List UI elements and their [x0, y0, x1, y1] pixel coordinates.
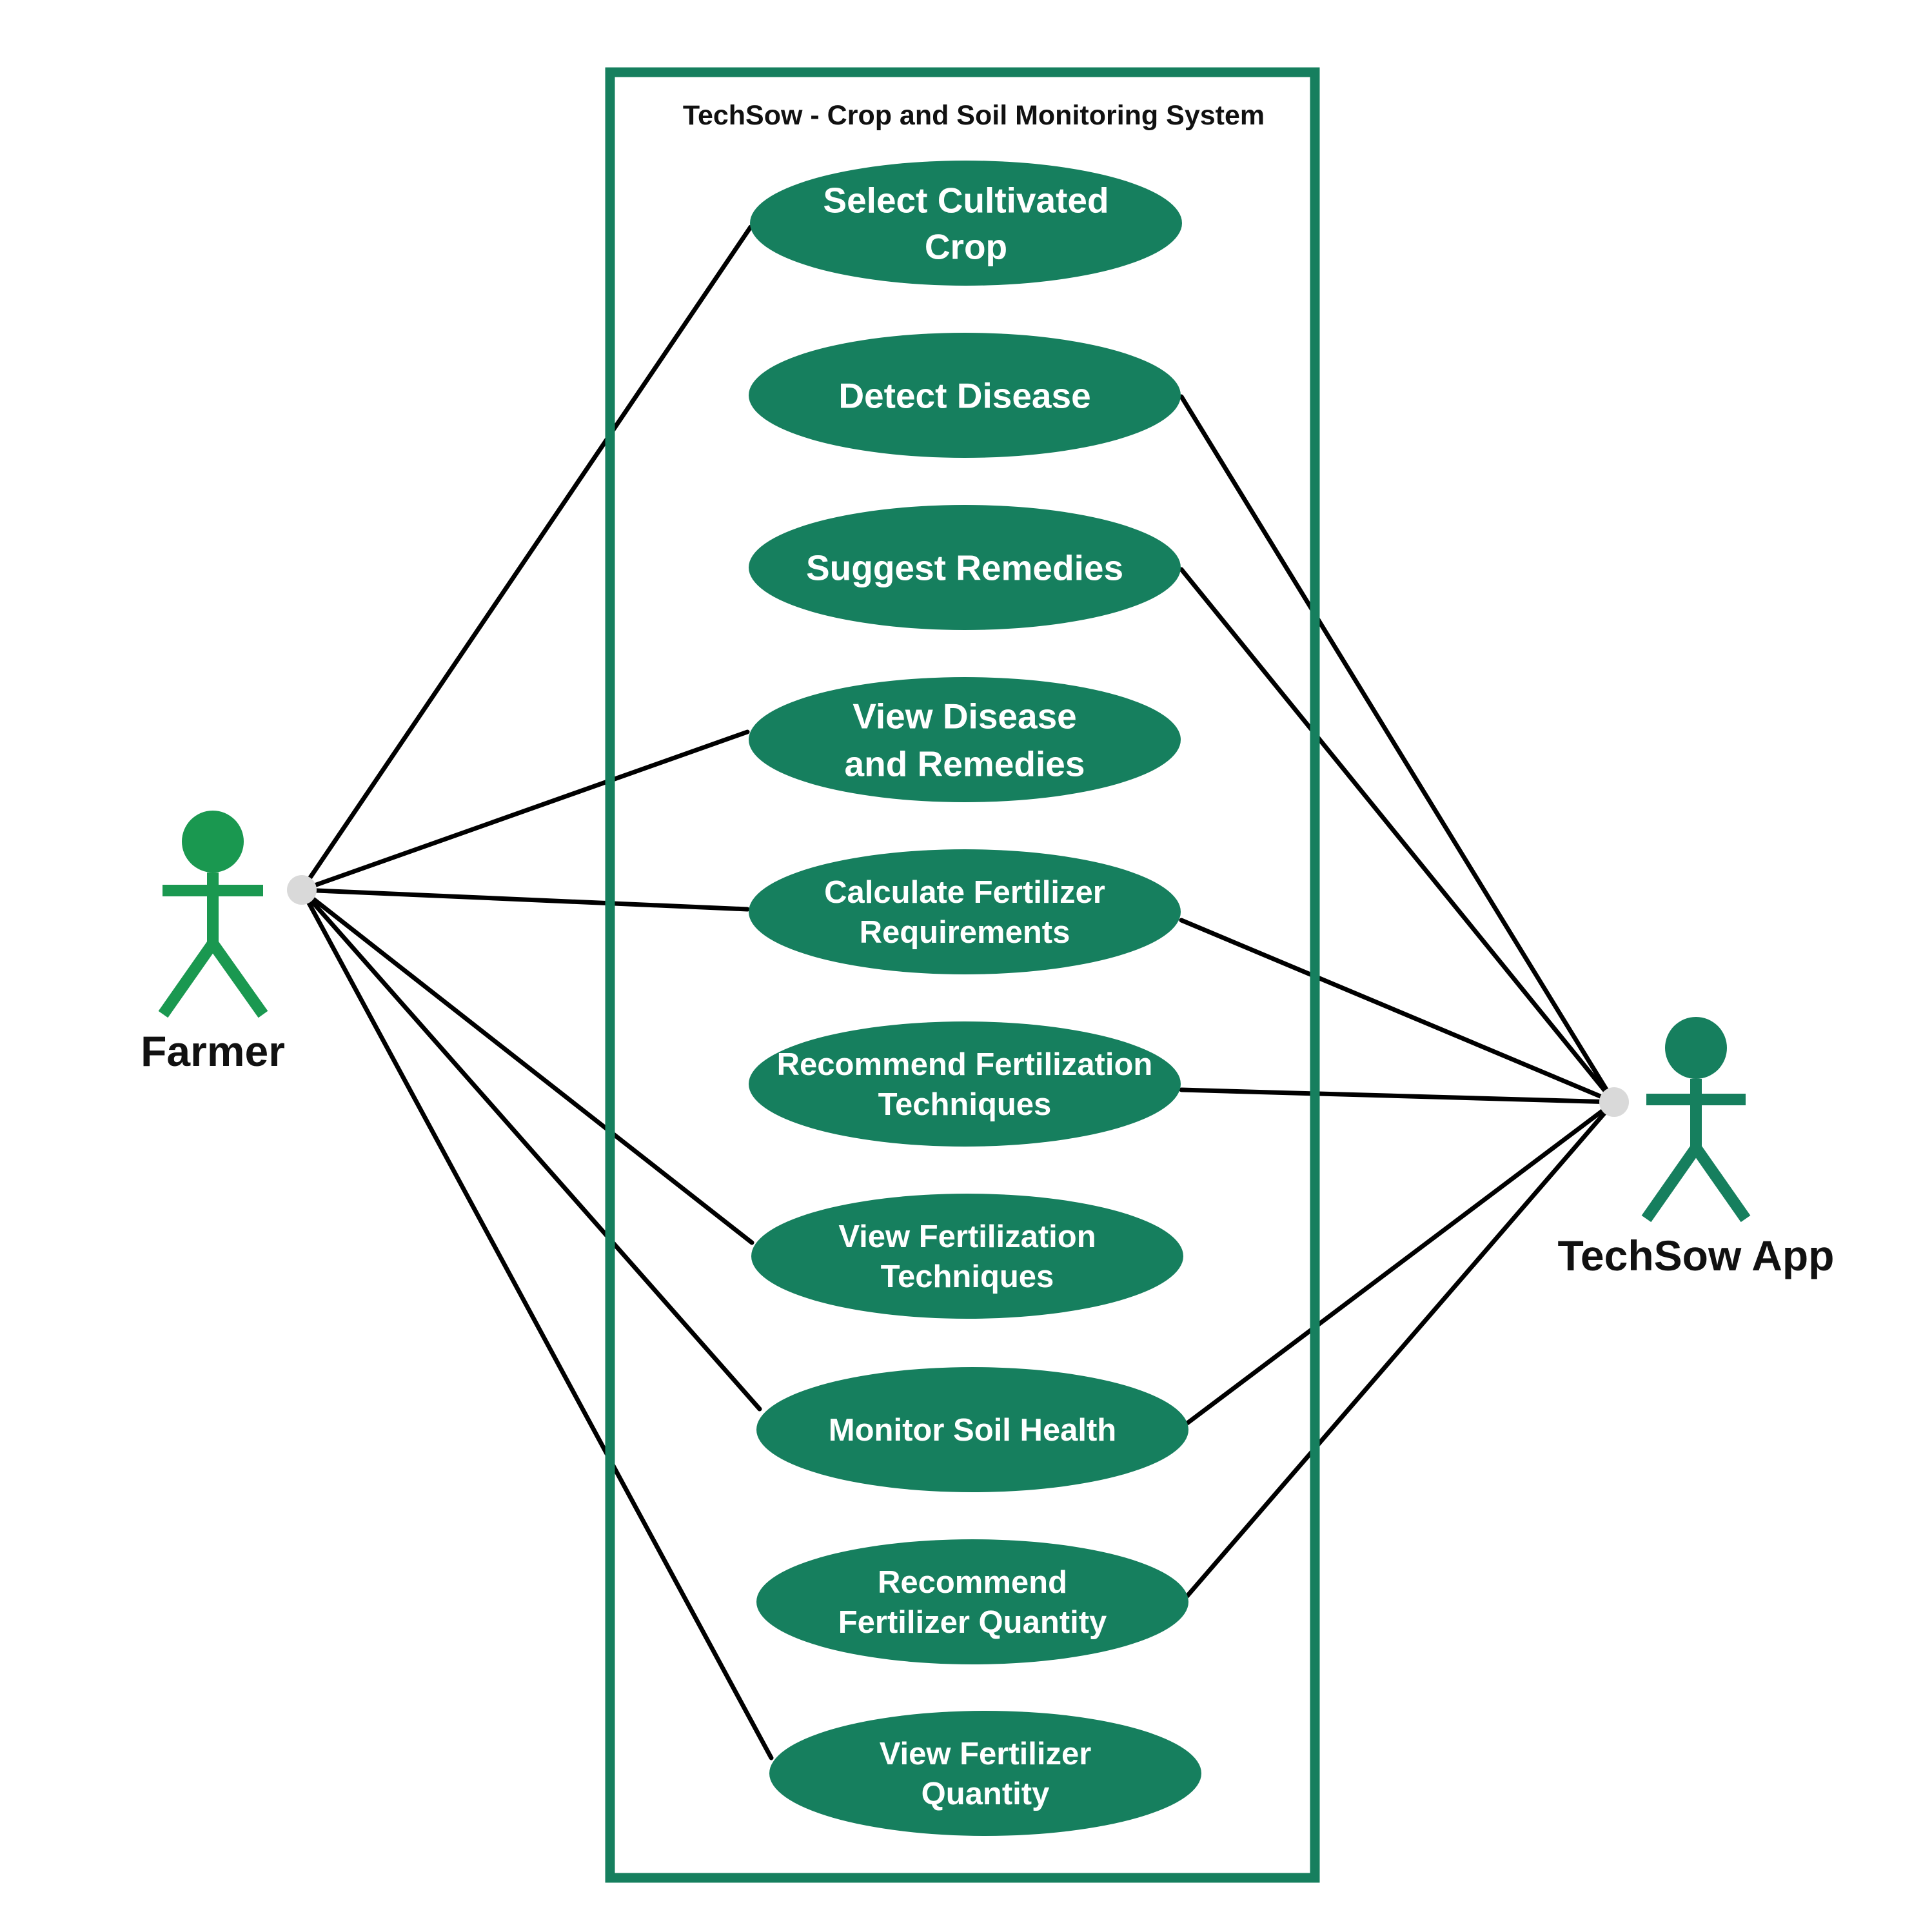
use-case-label: View Disease — [853, 696, 1077, 736]
use-case-label: Crop — [925, 226, 1007, 266]
use-case-label: View Fertilization — [838, 1219, 1096, 1254]
use-case-ellipse — [749, 1021, 1181, 1147]
use-case-view-disease-and-remedies[interactable]: View Disease and Remedies — [749, 677, 1181, 802]
farmer-actor[interactable]: Farmer — [141, 811, 285, 1075]
farmer-stick-figure-icon — [158, 811, 268, 1018]
use-case-label: Requirements — [860, 915, 1070, 950]
farmer-label: Farmer — [141, 1027, 285, 1075]
use-case-ellipse — [751, 1194, 1183, 1319]
use-case-detect-disease[interactable]: Detect Disease — [749, 333, 1181, 458]
use-case-label: Techniques — [878, 1087, 1052, 1122]
system-boundary — [605, 67, 1320, 1883]
techsow-app-actor[interactable]: TechSow App — [1558, 1017, 1835, 1279]
use-case-ellipse — [749, 849, 1181, 974]
use-case-ellipse — [769, 1711, 1201, 1836]
techsow-app-label: TechSow App — [1558, 1232, 1835, 1279]
use-case-label: Recommend Fertilization — [777, 1047, 1153, 1082]
use-case-ellipse — [756, 1539, 1188, 1664]
app-association-recommend-fertilizer-quantity — [1185, 1099, 1617, 1599]
use-case-label: Detect Disease — [838, 375, 1090, 415]
use-case-label: View Fertilizer — [880, 1737, 1092, 1771]
use-case-label: Select Cultivated — [823, 180, 1109, 220]
use-case-ellipse — [749, 677, 1181, 802]
use-case-ellipse — [749, 505, 1181, 630]
app-association-detect-disease — [1179, 394, 1617, 1105]
association-lines — [299, 224, 1617, 1760]
use-case-label: Calculate Fertilizer — [824, 875, 1105, 910]
app-association-recommend-fertilization-techniques — [1179, 1087, 1617, 1105]
app-stick-figure-icon — [1641, 1017, 1751, 1223]
farmer-association-view-disease-and-remedies — [299, 729, 750, 892]
use-case-label: Monitor Soil Health — [829, 1413, 1116, 1448]
use-case-label: Quantity — [922, 1777, 1050, 1811]
app-connector-dot — [1599, 1087, 1629, 1117]
use-case-ellipse — [756, 1367, 1188, 1492]
app-association-calculate-fertilizer-requirements — [1179, 918, 1617, 1105]
use-case-suggest-remedies[interactable]: Suggest Remedies — [749, 505, 1181, 630]
farmer-association-view-fertilization-techniques — [299, 887, 754, 1245]
farmer-connector-dot — [287, 875, 317, 905]
use-case-label: Recommend — [878, 1565, 1067, 1600]
use-case-label: Techniques — [881, 1259, 1054, 1294]
use-case-ellipse — [750, 161, 1182, 286]
farmer-association-calculate-fertilizer-requirements — [299, 887, 750, 912]
use-case-monitor-soil-health[interactable]: Monitor Soil Health — [756, 1367, 1188, 1492]
use-case-label: Suggest Remedies — [806, 547, 1123, 587]
system-title: TechSow - Crop and Soil Monitoring Syste… — [683, 100, 1265, 131]
use-case-label: and Remedies — [845, 744, 1085, 784]
use-case-ellipse — [749, 333, 1181, 458]
app-association-monitor-soil-health — [1185, 1099, 1617, 1426]
app-association-suggest-remedies — [1179, 567, 1617, 1105]
farmer-association-monitor-soil-health — [299, 887, 762, 1412]
farmer-association-view-fertilizer-quantity — [299, 887, 774, 1760]
use-case-label: Fertilizer Quantity — [838, 1605, 1107, 1640]
farmer-association-select-cultivated-crop — [299, 224, 753, 892]
